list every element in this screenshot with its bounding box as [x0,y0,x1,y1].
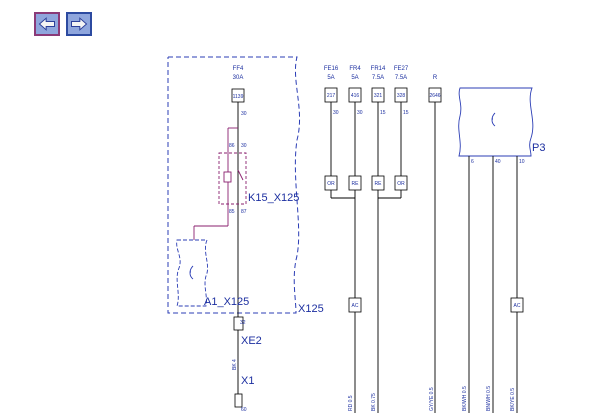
p3-symbol [491,112,496,127]
arrow-left-icon [38,17,55,31]
fuse-column: R 2646 [428,75,442,103]
fuse-column: FR4 5A 416 30 [348,66,363,116]
fuse-name: FE27 [394,66,409,72]
wire-label: RD 0.5 [348,395,354,411]
x125-harness-outline [167,56,300,314]
ac-marker: AC [352,303,359,309]
forward-button[interactable] [66,12,92,36]
fuse-terminal: 217 [327,93,336,99]
fuse-rating: 7.5A [372,75,384,81]
p3-component [458,87,534,157]
fuse-terminal: 416 [351,93,360,99]
fuse-name: FF4 [233,66,244,72]
ac-marker-box [348,297,362,313]
fuse-pin: 30 [241,111,247,117]
fuse-name: FR14 [371,66,386,72]
fuse-pin: 30 [357,110,363,116]
wire-label: BK/WH 0.5 [462,386,468,411]
ac-marker-box [510,297,524,313]
p3-pin: 10 [519,159,525,165]
splice-code: OR [397,181,405,187]
wire-label: BN/WH 0.5 [486,386,492,411]
relay-pin-86: 86 [229,143,235,149]
xe2-label: XE2 [241,335,262,347]
a1-symbol [189,265,194,280]
relay-contact [237,169,244,181]
relay-pin-30: 30 [241,143,247,149]
x1-pin: 60 [241,407,247,413]
fuse-rating: 30A [233,75,244,81]
splice-code: OR [327,181,335,187]
fuse-pin: 15 [380,110,386,116]
fuse-rating: 5A [351,75,358,81]
fuse-pin: 15 [403,110,409,116]
x1-label: X1 [241,375,254,387]
xe2-connector [233,316,244,331]
wire-code: BK 4 [232,359,238,370]
relay-pin-87: 87 [241,209,247,215]
wire-label: GY/YE 0.5 [429,387,435,411]
fuse-name: FE16 [324,66,339,72]
fuse-name: R [433,75,438,81]
fuse-rating: 5A [327,75,334,81]
fuse-pin: 30 [333,110,339,116]
harness-label: X125 [298,303,324,315]
fuse-column: FE16 5A 217 30 [324,66,339,116]
fuse-terminal: 321 [374,93,383,99]
relay-pin-85: 85 [229,209,235,215]
a1-label: A1_X125 [204,296,249,308]
p3-label: P3 [532,142,545,154]
arrow-right-icon [71,17,88,31]
fuse-terminal: 2646 [429,93,440,99]
fuse-terminal: 328 [397,93,406,99]
splice-code: RE [375,181,383,187]
back-button[interactable] [34,12,60,36]
p3-pin: 6 [471,159,474,165]
xe2-pin: 32 [240,320,246,326]
fuse-name: FR4 [349,66,361,72]
p3-pin: 40 [495,159,501,165]
splice-code: RE [352,181,360,187]
wire-label: BK 0.75 [371,393,377,411]
fuse-terminal: 1139 [233,94,244,100]
relay-k15-box [218,152,247,205]
relay-label: K15_X125 [248,192,299,204]
fuse-rating: 7.5A [395,75,407,81]
a1-component [176,239,209,307]
ac-marker: AC [514,303,521,309]
x1-connector [234,393,243,408]
relay-coil [223,171,232,183]
wire-label: BK/YE 0.5 [510,388,516,411]
